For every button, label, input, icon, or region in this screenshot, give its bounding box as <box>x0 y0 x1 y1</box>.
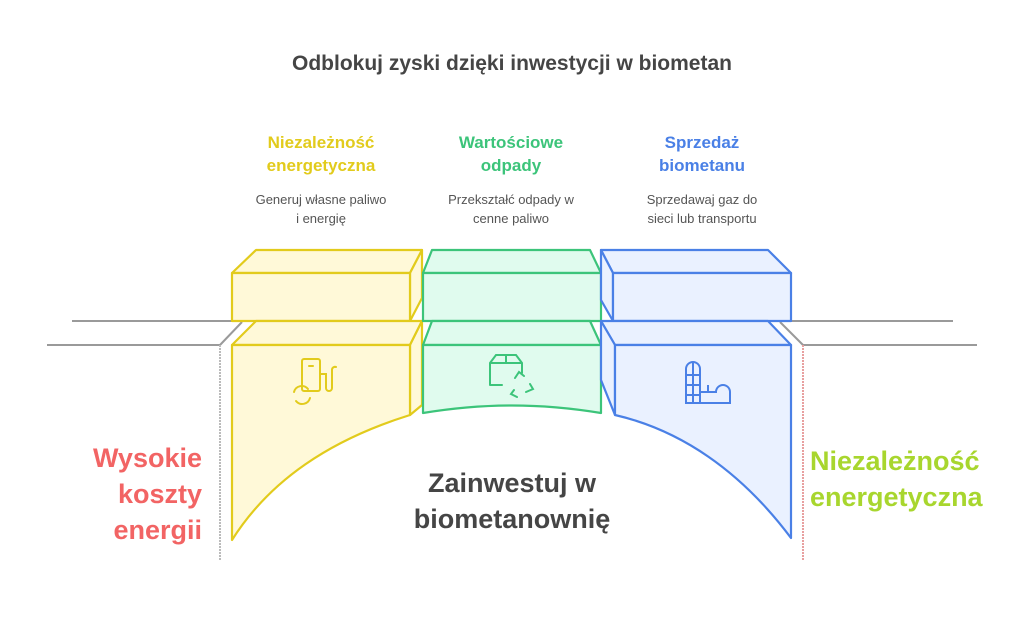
heading-line: energetyczna <box>266 156 376 175</box>
desc-line: Generuj własne paliwo <box>255 192 387 207</box>
column-heading-valuable-waste: Wartościowe odpady <box>416 131 606 177</box>
label-line: biometanownię <box>413 504 611 534</box>
column-desc-valuable-waste: Przekształć odpady w cenne paliwo <box>416 190 606 228</box>
pillar-green <box>421 248 603 415</box>
desc-line: cenne paliwo <box>473 211 549 226</box>
heading-line: Wartościowe <box>458 133 564 152</box>
heading-line: biometanu <box>659 156 745 175</box>
column-desc-energy-independence: Generuj własne paliwo i energię <box>226 190 416 228</box>
column-heading-energy-independence: Niezależność energetyczna <box>226 131 416 177</box>
fuel-pump-recycle-icon <box>293 358 337 405</box>
label-line: Niezależność <box>810 446 980 476</box>
heading-line: Sprzedaż <box>664 133 740 152</box>
pillar-blue <box>599 248 793 540</box>
ground-left <box>47 320 243 560</box>
heading-line: Niezależność <box>267 133 375 152</box>
label-line: energetyczna <box>810 482 983 512</box>
label-line: koszty <box>117 479 202 509</box>
left-label-high-costs: Wysokie koszty energii <box>40 440 202 548</box>
desc-line: i energię <box>296 211 346 226</box>
heading-line: odpady <box>480 156 542 175</box>
center-label-invest: Zainwestuj w biometanownię <box>362 465 662 537</box>
column-desc-biomethane-sale: Sprzedawaj gaz do sieci lub transportu <box>607 190 797 228</box>
label-line: Zainwestuj w <box>427 468 597 498</box>
pillar-yellow <box>230 248 424 542</box>
box-recycle-icon <box>489 354 535 398</box>
label-line: Wysokie <box>92 443 202 473</box>
silo-plant-icon <box>685 361 731 404</box>
label-line: energii <box>113 515 202 545</box>
column-heading-biomethane-sale: Sprzedaż biometanu <box>607 131 797 177</box>
ground-right <box>779 320 977 560</box>
desc-line: Sprzedawaj gaz do <box>646 192 758 207</box>
desc-line: Przekształć odpady w <box>448 192 574 207</box>
desc-line: sieci lub transportu <box>647 211 757 226</box>
right-label-energy-independence: Niezależność energetyczna <box>810 443 1000 515</box>
diagram-title: Odblokuj zyski dzięki inwestycji w biome… <box>292 52 732 75</box>
